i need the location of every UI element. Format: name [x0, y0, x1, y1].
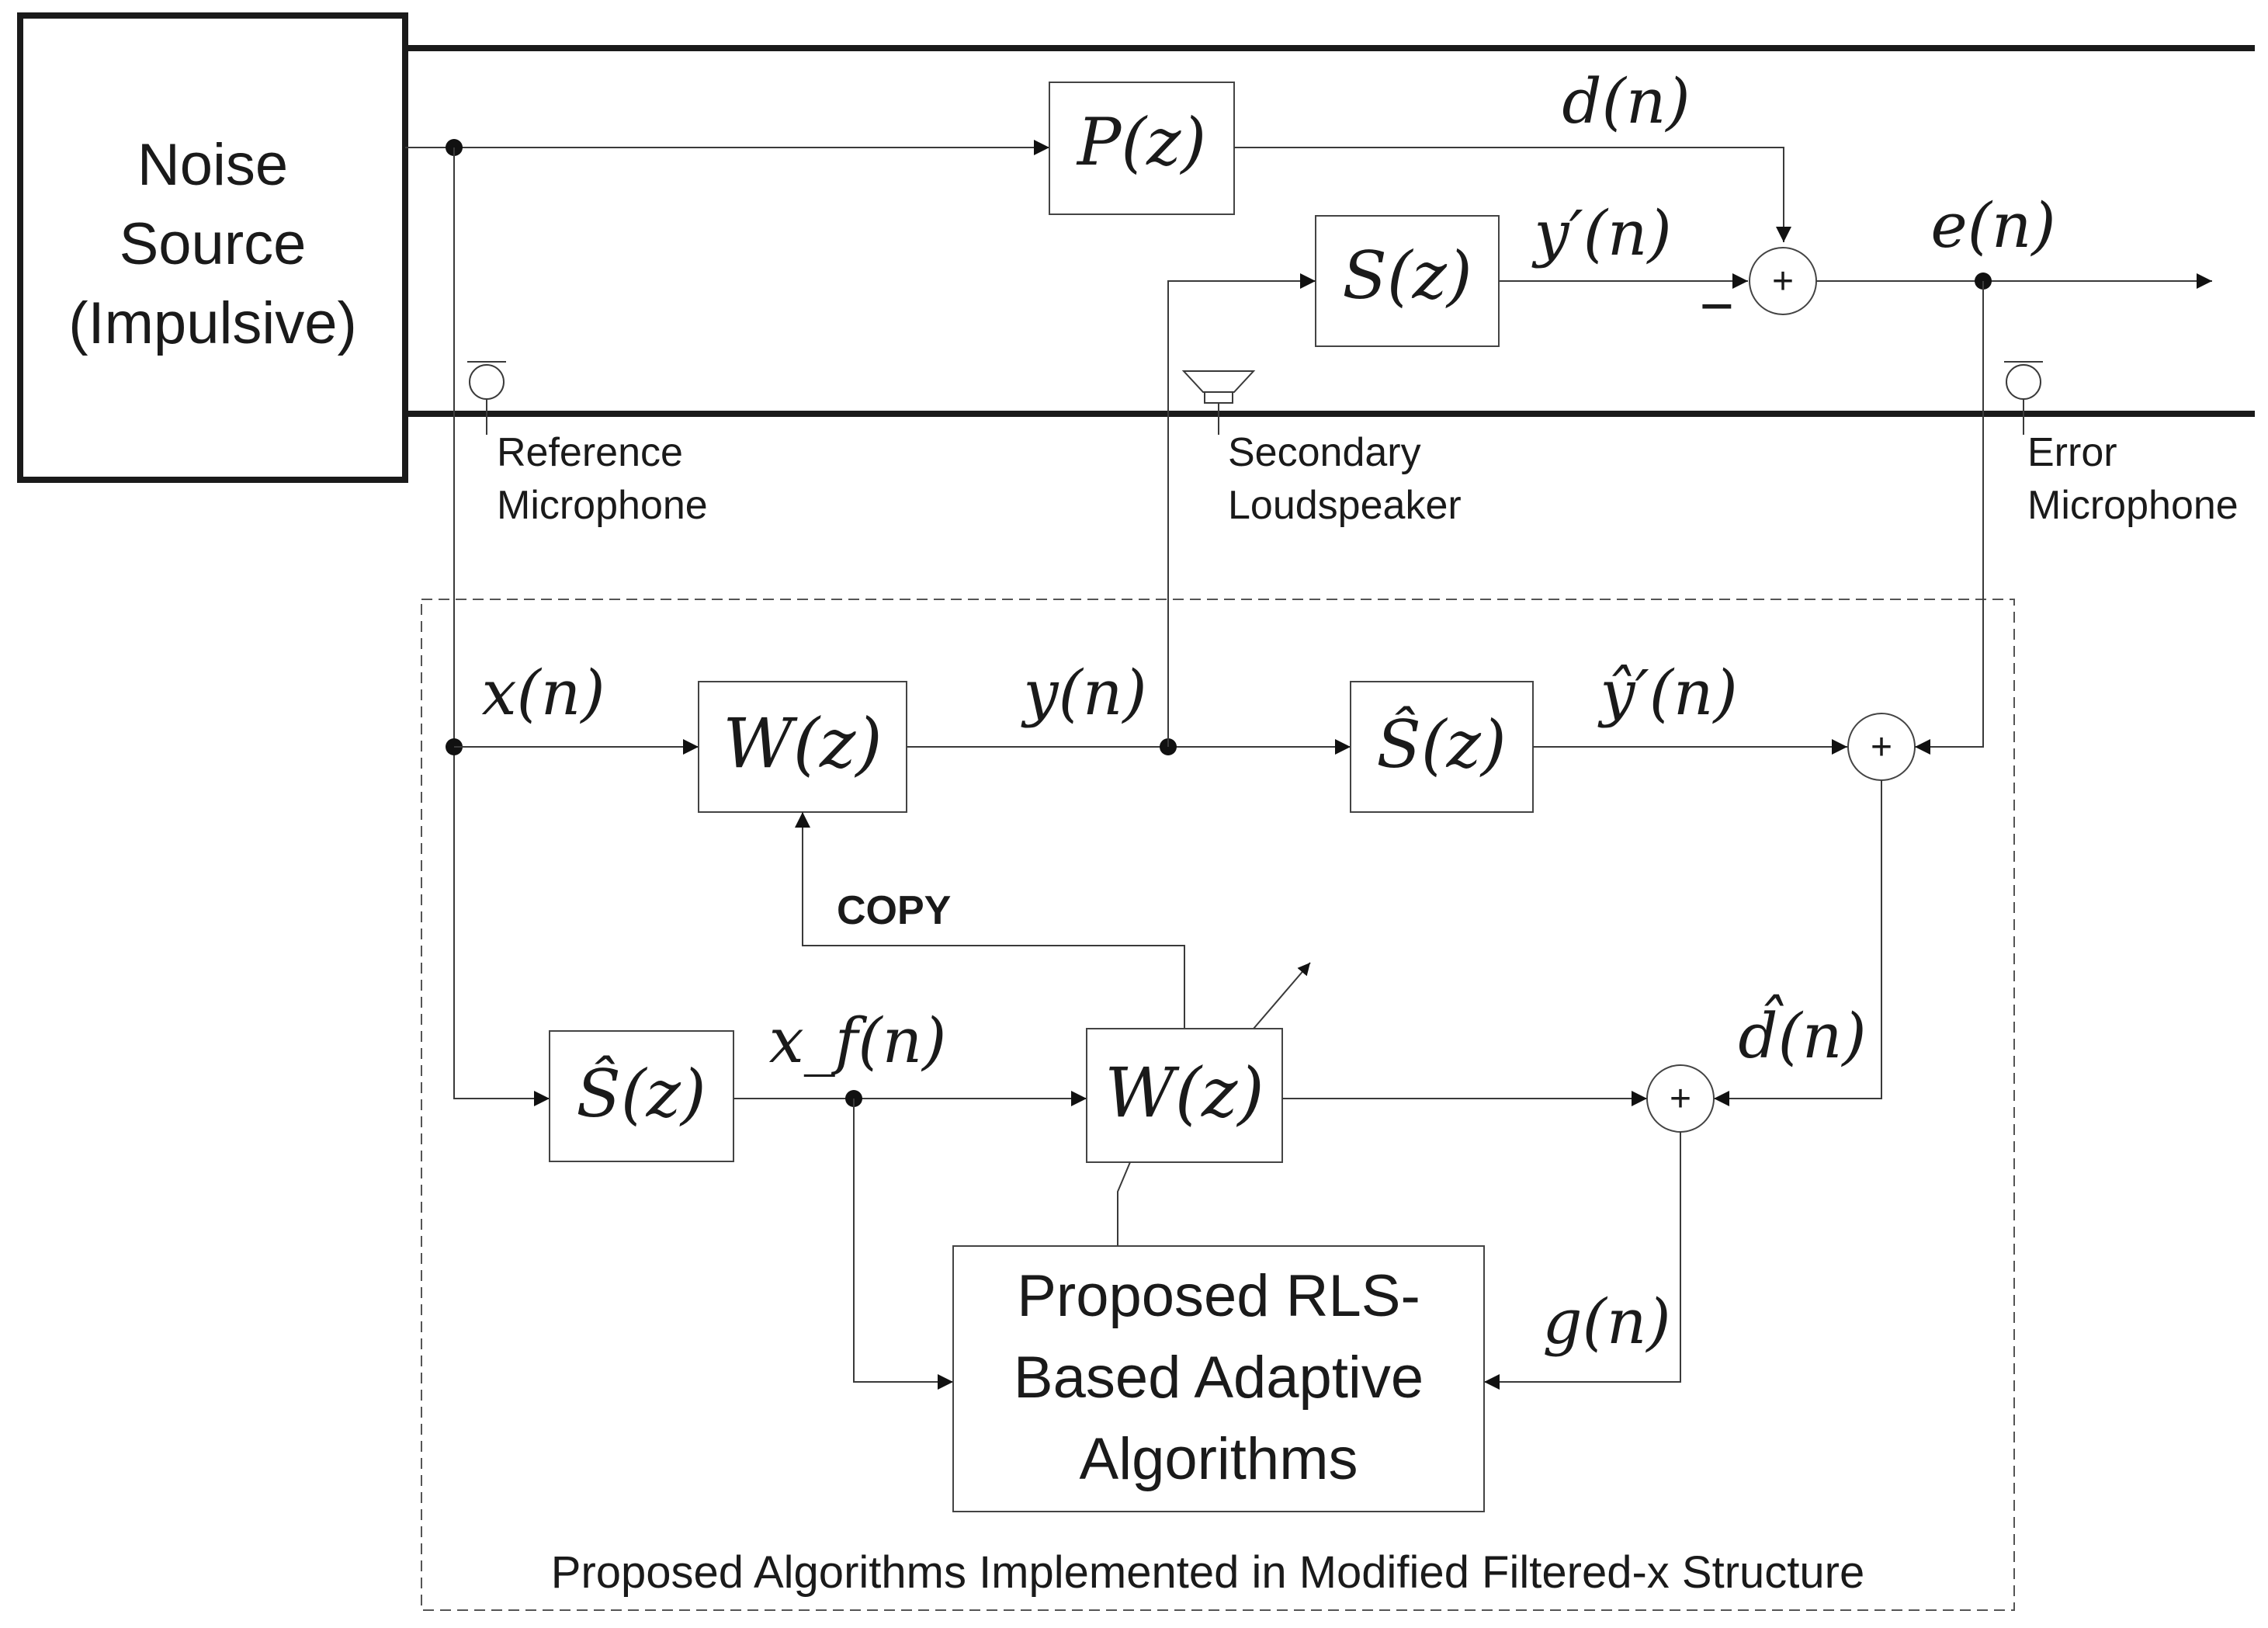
secondary-estimate-bottom-label: Ŝ(z)	[576, 1055, 706, 1132]
secondary-estimate-top-block	[1350, 681, 1534, 813]
algorithm-block	[952, 1245, 1485, 1512]
wire-g-to-algorithm	[1484, 1132, 1681, 1390]
reference-microphone-label-1: Reference	[497, 430, 683, 475]
wire-error-to-summer	[1915, 281, 1984, 755]
signal-e-label: e(n)	[1930, 189, 2055, 262]
secondary-estimate-top-label: Ŝ(z)	[1376, 706, 1506, 783]
summing-junction-bottom-plus: +	[1670, 1078, 1691, 1119]
control-filter-label: W(z)	[723, 703, 882, 783]
wire-copy	[795, 812, 1185, 1029]
secondary-estimate-bottom-block	[549, 1030, 734, 1162]
reference-microphone-icon	[467, 361, 506, 435]
adaptive-filter-label: W(z)	[1105, 1053, 1264, 1133]
loudspeaker-icon	[1181, 370, 1256, 435]
error-microphone-icon	[2004, 361, 2043, 435]
signal-d-hat-label: d̂(n)	[1738, 994, 1866, 1072]
secondary-loudspeaker-label-1: Secondary	[1228, 430, 1421, 475]
summing-junction-top-plus: +	[1772, 261, 1794, 302]
summing-junction-mid-plus: +	[1871, 727, 1892, 768]
noise-source-label-3: (Impulsive)	[68, 290, 357, 356]
copy-label: COPY	[837, 888, 951, 933]
noise-source-box	[17, 12, 408, 483]
control-filter-block	[698, 681, 907, 813]
error-microphone-label-2: Microphone	[2027, 483, 2239, 528]
wire-xf-to-algorithm	[853, 1099, 953, 1390]
wire-dhat-to-summer	[1714, 780, 1882, 1106]
error-microphone-label-1: Error	[2027, 430, 2117, 475]
signal-y-hat-prime-label: ŷ′(n)	[1597, 657, 1737, 729]
signal-d-label: d(n)	[1562, 65, 1690, 137]
wire-algorithm-to-adaptive-W	[1117, 1161, 1131, 1246]
reference-microphone-label-2: Microphone	[497, 483, 708, 528]
controller-boundary	[421, 599, 2015, 1611]
adaptive-filter-block	[1086, 1028, 1283, 1163]
noise-source-label-1: Noise	[137, 132, 288, 198]
primary-path-label: P(z)	[1076, 104, 1206, 180]
signal-xf-label: x_f(n)	[769, 1005, 947, 1077]
wire-P-to-summer	[1234, 147, 1791, 242]
signal-g-label: g(n)	[1542, 1286, 1670, 1358]
adaptation-arrow	[1253, 962, 1311, 1029]
algorithm-label-2: Based Adaptive	[1014, 1345, 1424, 1411]
signal-x-label: x(n)	[481, 657, 605, 729]
secondary-loudspeaker-label-2: Loudspeaker	[1228, 483, 1462, 528]
controller-caption: Proposed Algorithms Implemented in Modif…	[551, 1547, 1864, 1598]
secondary-path-label: S(z)	[1342, 238, 1472, 314]
algorithm-label-1: Proposed RLS-	[1017, 1263, 1420, 1329]
wire-reference-bus	[453, 148, 550, 1106]
minus-sign: −	[1700, 273, 1734, 339]
signal-y-label: y(n)	[1021, 657, 1146, 729]
noise-source-label-2: Source	[120, 211, 307, 277]
algorithm-label-3: Algorithms	[1080, 1426, 1358, 1492]
signal-y-prime-label: y′(n)	[1531, 197, 1671, 269]
wire-y-to-secondary-path	[1167, 273, 1316, 747]
